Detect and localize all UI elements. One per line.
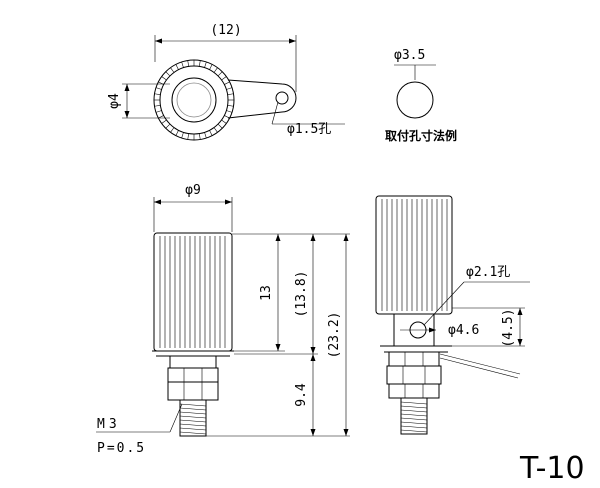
dim-side-dia: φ4.6 bbox=[448, 323, 479, 338]
drawing-title: T-10 bbox=[519, 451, 585, 486]
dim-knob-height: 13 bbox=[259, 285, 274, 301]
knurl-lines bbox=[159, 236, 226, 348]
detail-line bbox=[179, 411, 207, 415]
dim-knob-height-ref: (13.8) bbox=[294, 271, 309, 318]
detail-line bbox=[226, 110, 233, 113]
detail-line bbox=[175, 64, 179, 70]
detail-line bbox=[154, 93, 161, 95]
knurl-lines bbox=[381, 199, 448, 311]
detail-line bbox=[187, 133, 189, 140]
detail-line bbox=[400, 429, 428, 433]
detail-line bbox=[217, 123, 223, 129]
detail-line bbox=[209, 130, 213, 136]
detail-line bbox=[170, 127, 175, 133]
top-view: (12) φ4 φ1.5孔 bbox=[107, 23, 345, 141]
dim-top-width: (12) bbox=[210, 23, 241, 38]
detail-line bbox=[179, 423, 207, 427]
detail-line bbox=[217, 71, 223, 77]
detail-line bbox=[181, 61, 184, 68]
dim-front-dia: φ9 bbox=[185, 183, 201, 198]
detail-line bbox=[400, 401, 428, 405]
detail-line bbox=[204, 132, 207, 139]
dim-shaft-height: 9.4 bbox=[294, 383, 309, 407]
dim-top-hole: φ1.5孔 bbox=[287, 122, 331, 137]
dim-pitch: P=0.5 bbox=[97, 441, 146, 456]
side-view: φ2.1孔 φ4.6 (4.5) bbox=[375, 195, 530, 435]
detail-line bbox=[224, 81, 230, 85]
detail-line bbox=[400, 421, 428, 425]
detail-line bbox=[175, 130, 179, 136]
detail-line bbox=[155, 110, 162, 113]
detail-line bbox=[204, 61, 207, 68]
detail-line bbox=[213, 127, 218, 133]
dim-side-hole: φ2.1孔 bbox=[466, 265, 510, 280]
hole-note: 取付孔寸法例 bbox=[385, 128, 457, 143]
detail-line bbox=[400, 417, 428, 421]
detail-line bbox=[165, 71, 171, 77]
detail-line bbox=[213, 67, 218, 73]
detail-line bbox=[226, 87, 233, 90]
detail-line bbox=[179, 419, 207, 423]
detail-line bbox=[227, 105, 234, 107]
dim-total-height: (23.2) bbox=[327, 312, 342, 359]
detail-line bbox=[155, 87, 162, 90]
detail-line bbox=[179, 407, 207, 411]
detail-line bbox=[154, 105, 161, 107]
detail-line bbox=[161, 76, 167, 81]
dim-top-dia: φ4 bbox=[107, 93, 122, 109]
detail-line bbox=[179, 403, 207, 407]
thread-lines bbox=[179, 403, 207, 435]
detail-line bbox=[179, 415, 207, 419]
hole-example: φ3.5 取付孔寸法例 bbox=[385, 48, 457, 143]
thread-lines bbox=[400, 401, 428, 433]
detail-line bbox=[161, 119, 167, 124]
knurl-ticks bbox=[154, 60, 234, 140]
detail-line bbox=[199, 133, 201, 140]
detail-line bbox=[221, 119, 227, 124]
dim-side-height: (4.5) bbox=[501, 308, 516, 347]
detail-line bbox=[400, 425, 428, 429]
detail-line bbox=[170, 67, 175, 73]
detail-line bbox=[400, 405, 428, 409]
detail-line bbox=[227, 93, 234, 95]
front-view: φ9 13 (13.8) (23.2) 9.4 M3 P=0.5 bbox=[96, 183, 350, 456]
detail-line bbox=[221, 76, 227, 81]
detail-line bbox=[400, 409, 428, 413]
dim-thread: M3 bbox=[97, 417, 121, 432]
dim-hole-dia: φ3.5 bbox=[394, 48, 425, 63]
detail-line bbox=[209, 64, 213, 70]
detail-line bbox=[179, 427, 207, 431]
detail-line bbox=[199, 60, 201, 67]
detail-line bbox=[179, 431, 207, 435]
detail-line bbox=[165, 123, 171, 129]
detail-line bbox=[400, 413, 428, 417]
detail-line bbox=[181, 132, 184, 139]
detail-line bbox=[187, 60, 189, 67]
